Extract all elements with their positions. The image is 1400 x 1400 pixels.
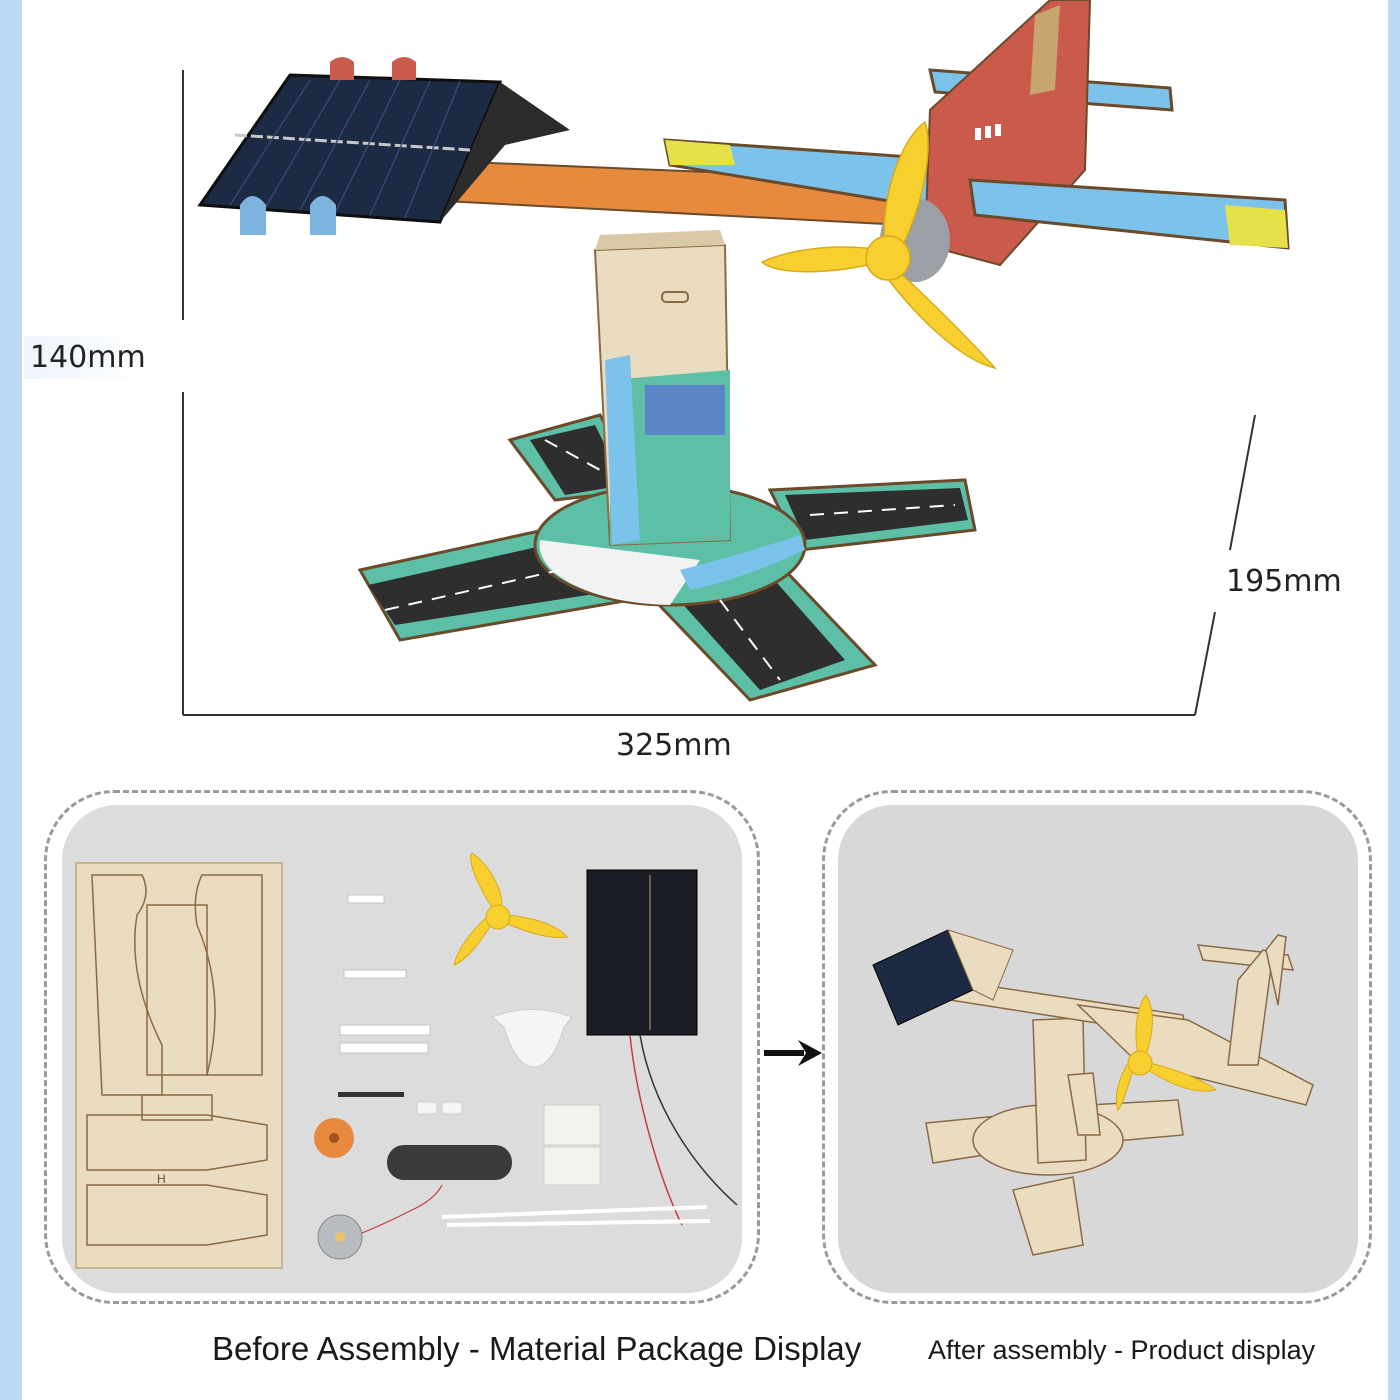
before-assembly-caption: Before Assembly - Material Package Displ… <box>212 1330 862 1367</box>
assembled-solar-panel-icon <box>872 929 1014 1026</box>
solar-panel-icon <box>197 57 570 235</box>
motor-bracket-icon <box>491 1009 573 1068</box>
after-assembly-frame <box>822 790 1372 1304</box>
metal-shaft-icon <box>338 1092 404 1097</box>
wooden-base-icon <box>925 1017 1184 1256</box>
width-dimension-label: 325mm <box>616 728 732 763</box>
model-drawing <box>182 0 1290 716</box>
right-decorative-stripe <box>1388 0 1400 1400</box>
left-decorative-stripe <box>0 0 22 1400</box>
plastic-pins-icon <box>339 894 431 1054</box>
plastic-clips-icon <box>416 1101 463 1115</box>
height-dimension-label: 140mm <box>24 336 152 379</box>
loose-propeller-icon <box>453 852 568 966</box>
depth-dimension-line-bottom <box>1194 611 1216 716</box>
cable-ties-icon <box>441 1205 711 1227</box>
assembled-product-drawing <box>872 929 1314 1256</box>
loose-solar-panel-icon <box>586 869 698 1036</box>
assembled-model-illustration <box>182 0 1290 716</box>
support-pillar-icon <box>593 230 732 547</box>
propeller-icon <box>760 120 998 370</box>
foam-pads-icon <box>543 1104 601 1186</box>
assembled-propeller-icon <box>1115 994 1218 1111</box>
after-assembly-caption: After assembly - Product display <box>928 1335 1316 1365</box>
airplane-icon <box>663 0 1290 282</box>
sanding-stick-icon <box>387 1145 512 1180</box>
arrow-right-icon <box>764 1040 822 1066</box>
red-wire-icon <box>629 1034 683 1226</box>
material-package-drawing: H <box>75 852 738 1269</box>
svg-text:H: H <box>157 1172 166 1186</box>
black-wire-icon <box>639 1034 738 1206</box>
depth-dimension-label: 195mm <box>1220 560 1348 603</box>
plywood-sheet-icon: H <box>75 862 283 1269</box>
road-cross-base-icon <box>357 413 977 702</box>
assembled-product-photo <box>838 805 1358 1293</box>
depth-dimension-line-top <box>1229 414 1256 551</box>
material-package-photo: H <box>62 805 742 1293</box>
before-assembly-frame <box>44 790 760 1304</box>
